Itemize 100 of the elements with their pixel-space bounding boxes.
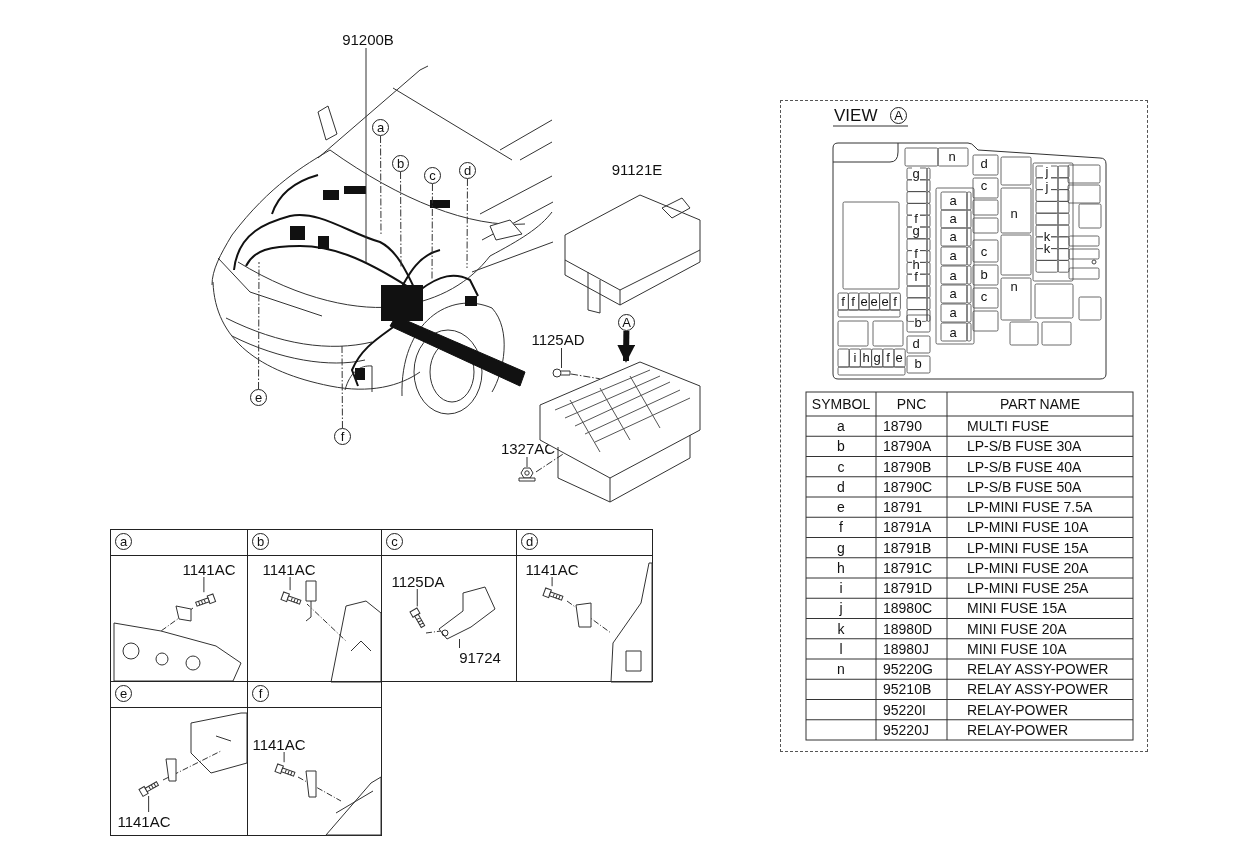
- leader-line: [466, 178, 468, 269]
- table-cell: 95210B: [883, 680, 932, 699]
- table-cell-text: b: [836, 437, 846, 456]
- table-cell-text: j: [838, 599, 844, 618]
- leader-line: [400, 171, 402, 269]
- table-cell: LP-S/B FUSE 30A: [967, 437, 1082, 456]
- table-cell: 18791C: [883, 558, 933, 577]
- leader-line: [203, 576, 205, 593]
- fuse-letter: k: [1043, 242, 1051, 256]
- part-number: 91724: [457, 649, 503, 666]
- table-cell: LP-MINI FUSE 10A: [967, 518, 1089, 537]
- callout-letter: A: [618, 314, 635, 331]
- table-cell: LP-MINI FUSE 7.5A: [967, 498, 1093, 517]
- table-cell-text: h: [836, 558, 846, 577]
- part-number: 1141AC: [179, 561, 239, 578]
- leader-line: [526, 456, 528, 468]
- table-cell: MINI FUSE 10A: [967, 639, 1067, 658]
- table-cell-text: a: [836, 417, 846, 436]
- callout-letter: d: [459, 162, 476, 179]
- detail-panel: [110, 529, 248, 682]
- leader-line: [561, 347, 562, 369]
- leader-line: [289, 576, 291, 591]
- table-cell: MINI FUSE 20A: [967, 619, 1067, 638]
- callout-letter: c: [424, 167, 441, 184]
- callout-letter: A: [890, 107, 907, 124]
- leader-line: [551, 576, 553, 587]
- table-cell: LP-S/B FUSE 40A: [967, 457, 1082, 476]
- table-cell: LP-S/B FUSE 50A: [967, 477, 1082, 496]
- part-number: 91200B: [342, 31, 394, 48]
- assembly-line: [535, 452, 565, 473]
- bolt-icon: [409, 607, 428, 630]
- table-cell: 18791B: [883, 538, 932, 557]
- callout-letter: b: [392, 155, 409, 172]
- leader-line: [148, 795, 150, 813]
- detail-panel: [381, 529, 517, 682]
- bolt-icon: [193, 593, 217, 610]
- table-cell: 18791D: [883, 579, 933, 598]
- callout-letter: f: [334, 428, 351, 445]
- fuse-letter: h: [862, 351, 870, 365]
- detail-panel: [110, 681, 248, 836]
- table-cell: RELAY ASSY-POWER: [967, 660, 1109, 679]
- table-cell: 18980D: [883, 619, 933, 638]
- screw-icon: [552, 368, 571, 378]
- table-cell: MULTI FUSE: [967, 417, 1050, 436]
- part-number: 91121E: [610, 161, 664, 178]
- fuse-letter: d: [912, 337, 920, 351]
- table-cell-text: d: [836, 477, 846, 496]
- fuse-letter: g: [912, 224, 920, 238]
- bolt-icon: [273, 763, 297, 780]
- table-cell-text: e: [836, 498, 846, 517]
- callout-letter: e: [250, 389, 267, 406]
- table-cell-text: n: [836, 660, 846, 679]
- bracket-drawing: [305, 580, 382, 683]
- body-panel-drawing: [162, 712, 248, 782]
- leader-line: [431, 183, 433, 281]
- table-cell-text: l: [838, 639, 844, 658]
- table-header: SYMBOL: [810, 395, 872, 414]
- bolt-icon: [279, 591, 303, 608]
- table-cell-text: k: [836, 619, 846, 638]
- table-cell: LP-MINI FUSE 20A: [967, 558, 1089, 577]
- part-number: 1125AD: [528, 331, 588, 348]
- leader-line: [416, 588, 418, 607]
- fuse-letter: b: [914, 357, 922, 371]
- table-cell: 18980C: [883, 599, 933, 618]
- table-cell: 18791: [883, 498, 922, 517]
- leader-line: [283, 751, 285, 763]
- table-cell: LP-MINI FUSE 15A: [967, 538, 1089, 557]
- frame-member-drawing: [297, 770, 382, 836]
- fuse-letter: i: [851, 351, 859, 365]
- table-cell: 18790C: [883, 477, 933, 496]
- fuse-letter: j: [1043, 180, 1051, 194]
- table-cell: RELAY ASSY-POWER: [967, 680, 1109, 699]
- fuse-letter: f: [884, 351, 892, 365]
- leader-line: [258, 261, 260, 390]
- table-cell-text: c: [836, 457, 846, 476]
- fuse-letter: d: [980, 157, 988, 171]
- table-header: PART NAME: [998, 395, 1082, 414]
- part-number: 1141AC: [259, 561, 319, 578]
- bracket-drawing: [425, 586, 496, 640]
- table-cell: 95220J: [883, 720, 929, 739]
- fuse-letter: j: [1043, 165, 1051, 179]
- fuse-letter: b: [914, 316, 922, 330]
- leader-line: [341, 344, 343, 429]
- table-cell: 95220I: [883, 700, 926, 719]
- detail-panel: [247, 529, 382, 682]
- cowl-panel-drawing: [113, 605, 242, 682]
- table-cell: 18791A: [883, 518, 932, 537]
- table-cell: 18790: [883, 417, 922, 436]
- table-cell-text: f: [838, 518, 844, 537]
- table-cell: 95220G: [883, 660, 933, 679]
- callout-letter: a: [372, 119, 389, 136]
- assembly-line: [570, 373, 601, 380]
- table-cell-text: i: [838, 579, 844, 598]
- table-cell: MINI FUSE 15A: [967, 599, 1067, 618]
- view-title: VIEW: [834, 106, 878, 126]
- part-number: 1141AC: [249, 736, 309, 753]
- fuse-letter: f: [912, 270, 920, 284]
- part-number: 1327AC: [498, 440, 558, 457]
- leader-line: [380, 135, 382, 235]
- part-number: 1141AC: [114, 813, 174, 830]
